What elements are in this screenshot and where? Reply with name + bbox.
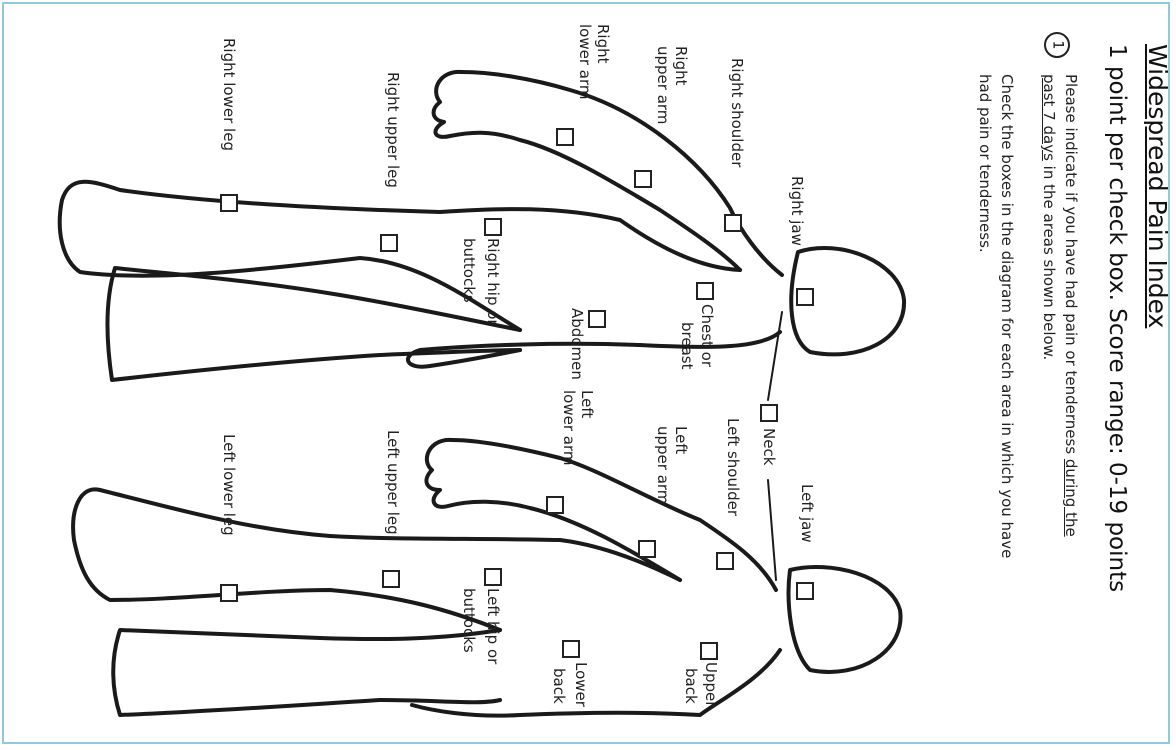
- left-upper-leg-checkbox[interactable]: [382, 570, 400, 588]
- neck-label: Neck: [760, 428, 778, 465]
- right-upper-arm-checkbox[interactable]: [634, 170, 652, 188]
- left-shoulder-checkbox[interactable]: [716, 552, 734, 570]
- right-upper-arm-label-2: upper arm: [654, 46, 672, 124]
- right-lower-arm-label-2: lower arm: [576, 24, 594, 99]
- left-upper-arm-label-2: upper arm: [654, 426, 672, 504]
- left-lower-leg-checkbox[interactable]: [220, 584, 238, 602]
- left-upper-arm-checkbox[interactable]: [638, 540, 656, 558]
- right-hip-label-1: Right hip or: [484, 238, 502, 326]
- right-upper-leg-label: Right upper leg: [384, 72, 402, 188]
- left-lower-leg-label: Left lower leg: [220, 434, 238, 536]
- right-upper-arm-label-1: Right: [672, 46, 690, 86]
- right-lower-arm-label-1: Right: [594, 24, 612, 64]
- chest-checkbox[interactable]: [696, 282, 714, 300]
- upper-back-label-2: back: [682, 668, 700, 704]
- left-jaw-checkbox[interactable]: [796, 582, 814, 600]
- left-hip-label-1: Left hip or: [484, 588, 502, 664]
- right-shoulder-label: Right shoulder: [728, 58, 746, 167]
- upper-back-label-1: Upper: [702, 662, 720, 707]
- right-jaw-checkbox[interactable]: [796, 288, 814, 306]
- left-lower-arm-label-2: lower arm: [560, 390, 578, 465]
- right-hip-label-2: buttocks: [460, 238, 478, 303]
- front-body-outline: [60, 72, 904, 380]
- lower-back-checkbox[interactable]: [562, 640, 580, 658]
- left-jaw-label: Left jaw: [798, 484, 816, 543]
- right-shoulder-checkbox[interactable]: [724, 214, 742, 232]
- left-hip-checkbox[interactable]: [484, 568, 502, 586]
- right-lower-leg-checkbox[interactable]: [220, 194, 238, 212]
- right-hip-checkbox[interactable]: [484, 218, 502, 236]
- right-upper-leg-checkbox[interactable]: [380, 234, 398, 252]
- right-lower-leg-label: Right lower leg: [220, 38, 238, 151]
- left-shoulder-label: Left shoulder: [724, 418, 742, 516]
- left-lower-arm-label-1: Left: [578, 390, 596, 418]
- abdomen-checkbox[interactable]: [588, 310, 606, 328]
- neck-checkbox[interactable]: [760, 404, 778, 422]
- left-lower-arm-checkbox[interactable]: [546, 496, 564, 514]
- left-upper-leg-label: Left upper leg: [384, 430, 402, 535]
- right-lower-arm-checkbox[interactable]: [556, 128, 574, 146]
- right-jaw-label: Right jaw: [788, 176, 806, 246]
- left-upper-arm-label-1: Left: [672, 426, 690, 454]
- chest-label-2: breast: [678, 322, 696, 369]
- left-hip-label-2: buttocks: [460, 588, 478, 653]
- lower-back-label-2: back: [550, 668, 568, 704]
- lower-back-label-1: Lower: [572, 662, 590, 707]
- abdomen-label: Abdomen: [568, 308, 586, 380]
- upper-back-checkbox[interactable]: [700, 642, 718, 660]
- chest-label-1: Chest or: [698, 304, 716, 367]
